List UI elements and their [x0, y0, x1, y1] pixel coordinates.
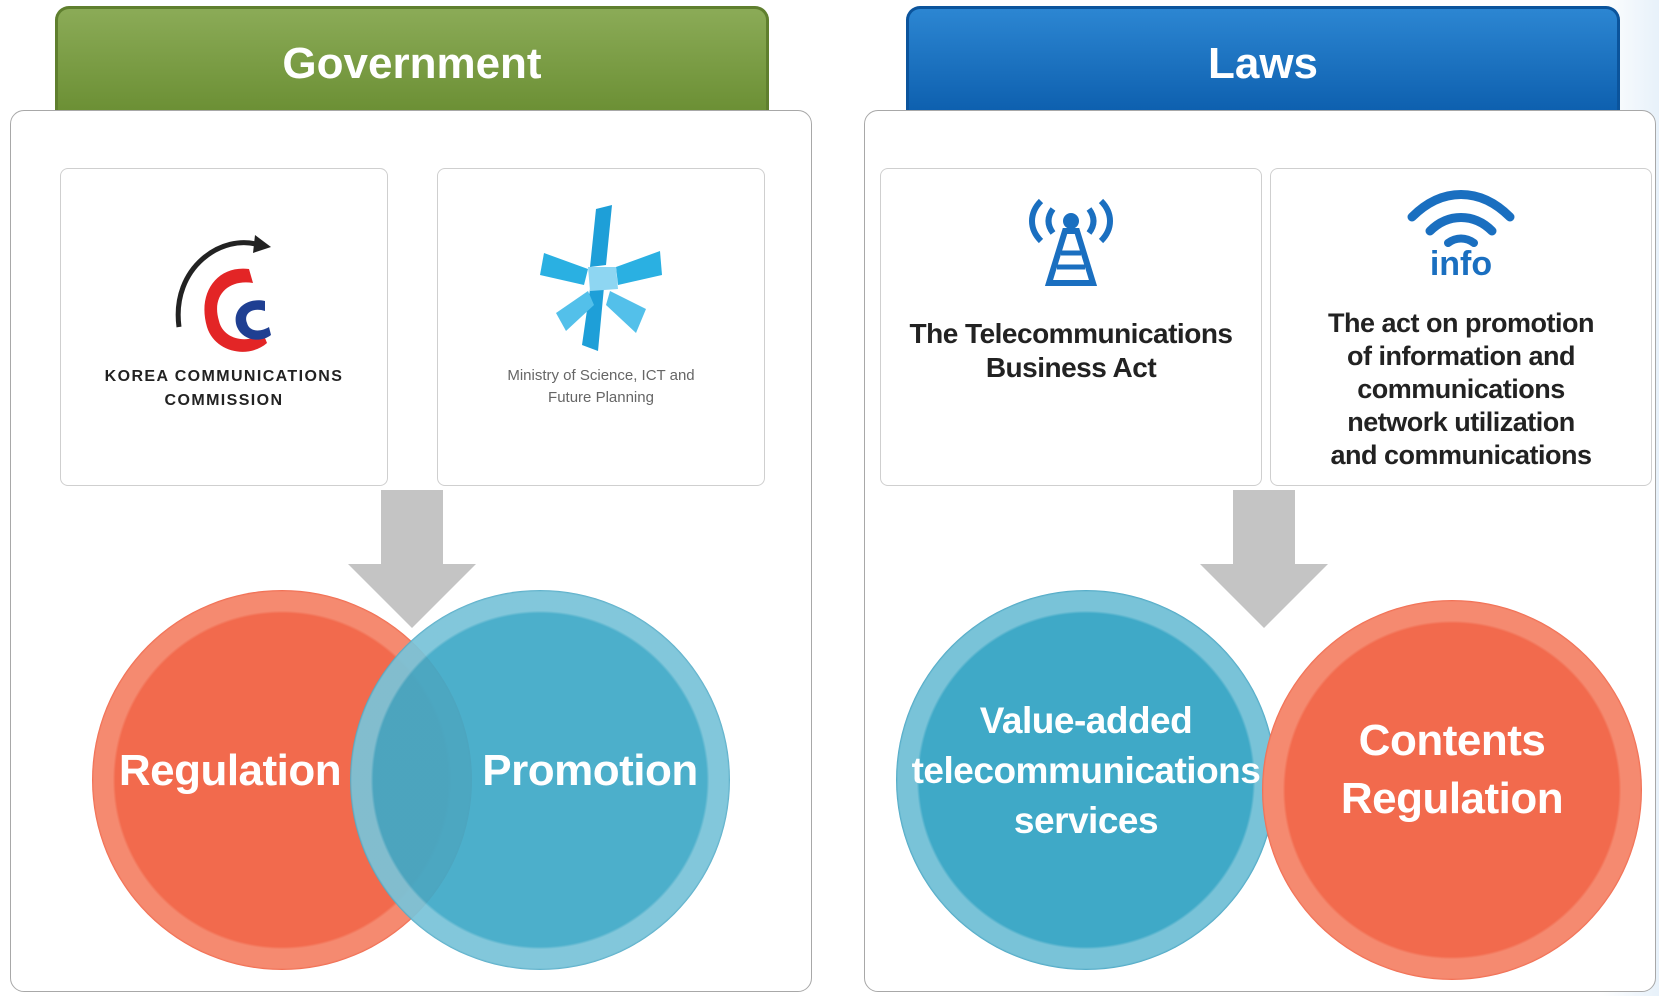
info-act-line3: communications: [1357, 374, 1565, 404]
contents-regulation-line2: Regulation: [1340, 774, 1564, 823]
msip-card: Ministry of Science, ICT and Future Plan…: [437, 168, 765, 486]
value-added-line2: telecommunications: [911, 750, 1261, 791]
value-added-line1: Value-added: [979, 700, 1193, 741]
info-act-line5: and communications: [1330, 440, 1592, 470]
info-act-line4: network utilization: [1347, 407, 1575, 437]
info-icon-label: info: [1429, 245, 1493, 283]
kcc-name-line1: KOREA COMMUNICATIONS: [104, 368, 344, 385]
info-act-card: info The act on promotion of information…: [1270, 168, 1652, 486]
kcc-name-line2: COMMISSION: [164, 392, 284, 409]
info-act-line1: The act on promotion: [1328, 308, 1595, 338]
laws-title: Laws: [1207, 39, 1319, 88]
radio-tower-icon: [1029, 198, 1113, 286]
msip-logo-icon: [540, 205, 662, 351]
contents-regulation-line1: Contents: [1358, 716, 1546, 765]
value-added-line3: services: [1013, 800, 1159, 841]
telecom-act-line2: Business Act: [985, 352, 1157, 383]
telecom-act-line1: The Telecommunications: [909, 318, 1234, 349]
promotion-label: Promotion: [482, 746, 698, 795]
kcc-card: KOREA COMMUNICATIONS COMMISSION: [60, 168, 388, 486]
msip-name-line2: Future Planning: [548, 389, 654, 406]
contents-regulation-circle: [1262, 600, 1642, 980]
government-down-arrow: [348, 490, 476, 628]
info-act-line2: of information and: [1347, 341, 1575, 371]
msip-name-line1: Ministry of Science, ICT and: [507, 367, 695, 384]
government-header: Government: [55, 6, 769, 113]
laws-down-arrow: [1200, 490, 1328, 628]
value-added-circle: [896, 590, 1276, 970]
kcc-logo-icon: [175, 235, 271, 352]
regulation-label: Regulation: [118, 746, 342, 795]
wifi-icon: [1407, 190, 1515, 247]
laws-header: Laws: [906, 6, 1620, 113]
promotion-circle: [350, 590, 730, 970]
telecom-act-card: The Telecommunications Business Act: [880, 168, 1262, 486]
government-title: Government: [282, 39, 542, 88]
